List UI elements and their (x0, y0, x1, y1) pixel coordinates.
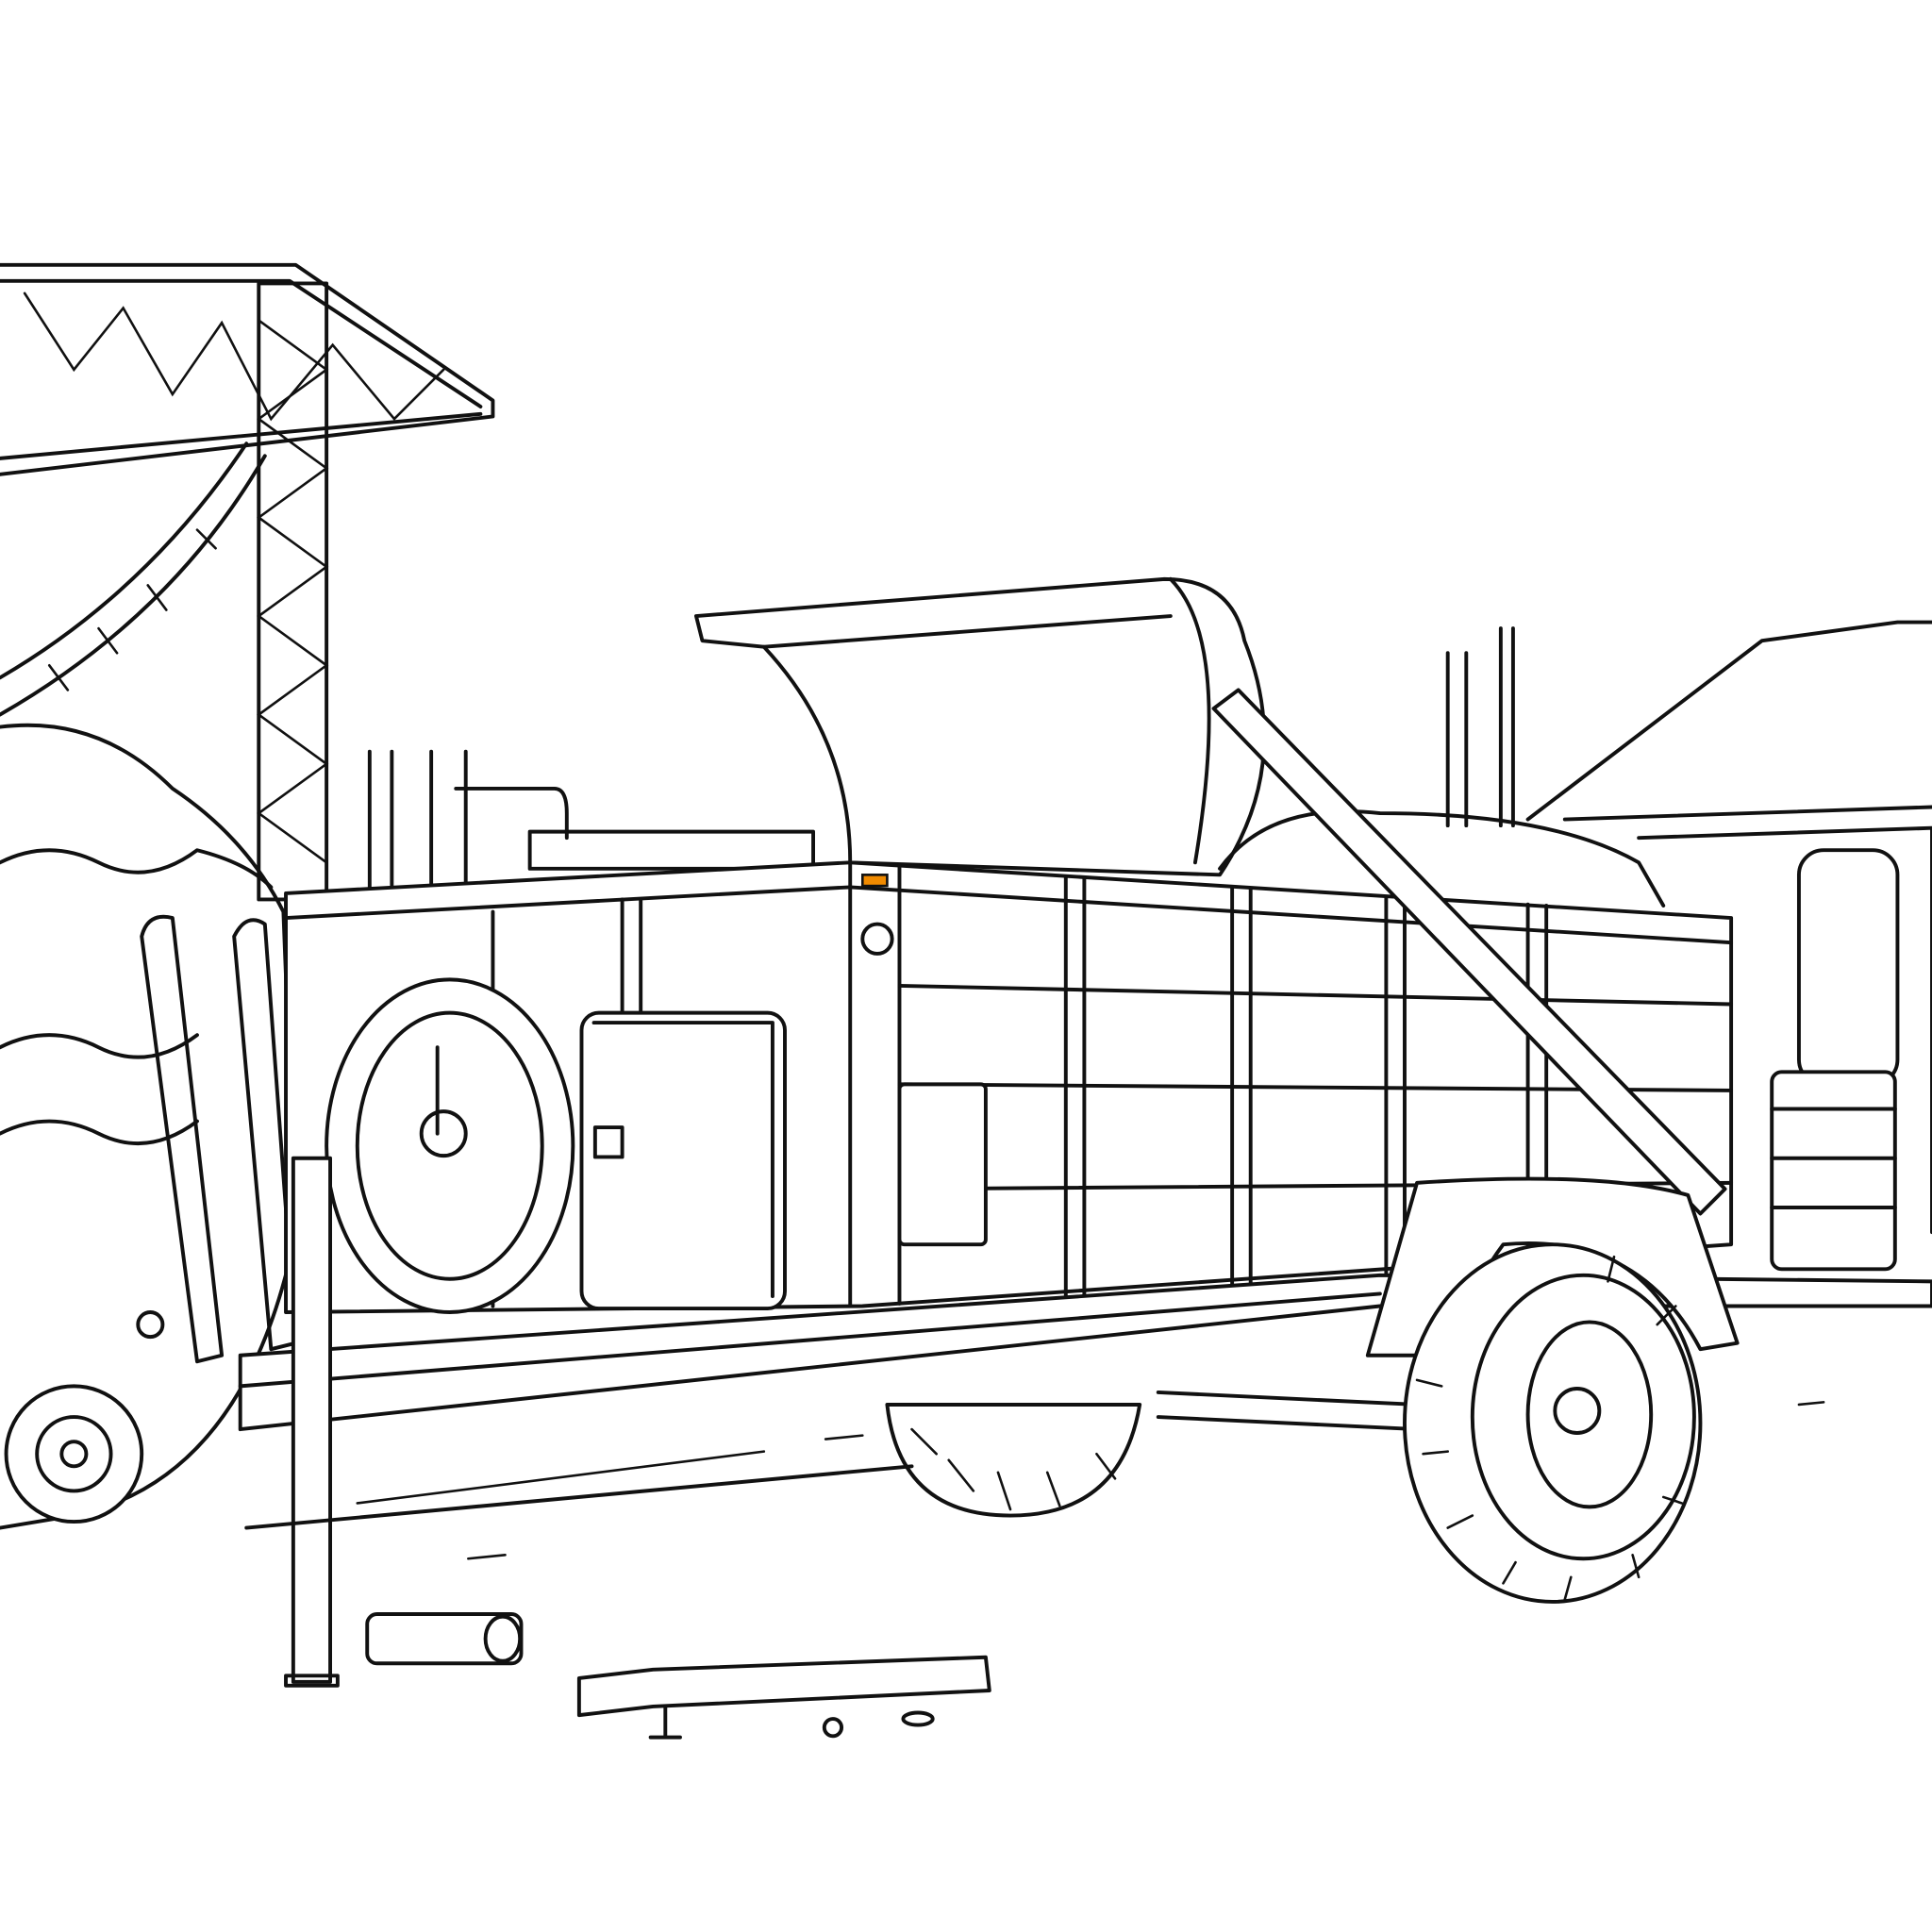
crane-truss (0, 262, 495, 902)
ground-parts (244, 1401, 1825, 1740)
spare-tire (325, 977, 575, 1314)
rear-wheel (885, 1403, 1142, 1518)
marker-light (860, 874, 889, 888)
tank-canopy (693, 576, 1267, 877)
cargo-box (284, 860, 1734, 1314)
front-wheel (1403, 1242, 1703, 1604)
trailer-frame (238, 1156, 1932, 1688)
diagonal-strut (1211, 688, 1727, 1216)
left-machine (0, 723, 298, 1530)
top-machinery (367, 626, 1666, 908)
background-shed (1525, 620, 1932, 1272)
